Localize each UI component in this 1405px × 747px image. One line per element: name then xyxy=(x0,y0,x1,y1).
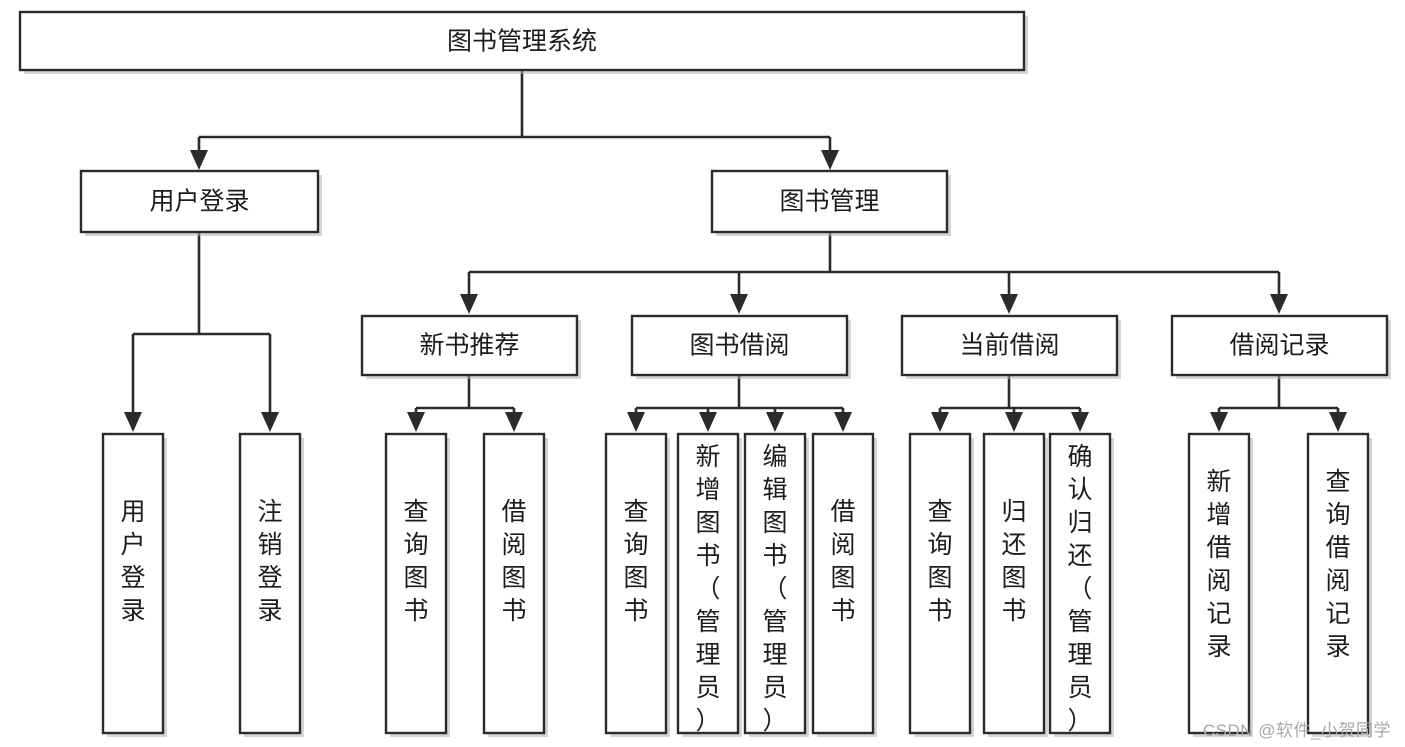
leaf-node-add-book-admin[interactable]: 新增图书（管理员） xyxy=(676,432,742,737)
node-new-book-recommend-label: 新书推荐 xyxy=(419,332,519,360)
arrow-head-icon xyxy=(699,412,717,432)
arrow-head-icon xyxy=(1000,294,1018,314)
edge-group-newbook-to-leaves xyxy=(407,375,523,432)
arrow-head-icon xyxy=(407,412,425,432)
leaf-node-return-book[interactable]: 归还图书 xyxy=(982,432,1048,737)
arrow-head-icon xyxy=(627,412,645,432)
node-root-label: 图书管理系统 xyxy=(447,28,597,56)
leaf-node-borrow-book-1[interactable]: 借阅图书 xyxy=(482,432,548,737)
node-current-borrow[interactable]: 当前借阅 xyxy=(900,314,1121,379)
edges-layer xyxy=(124,70,1347,432)
leaf-node-query-book-2[interactable]: 查询图书 xyxy=(604,432,670,737)
arrow-head-icon xyxy=(190,150,208,170)
leaf-label-confirm-return-admin: 确认归还（管理员） xyxy=(1067,443,1092,735)
leaf-node-borrow-book-2[interactable]: 借阅图书 xyxy=(811,432,877,737)
node-root[interactable]: 图书管理系统 xyxy=(18,10,1028,74)
node-book-borrow-label: 图书借阅 xyxy=(689,332,789,360)
edge-group-bookmgmt-to-level3 xyxy=(460,232,1288,314)
arrow-head-icon xyxy=(821,150,839,170)
node-new-book-recommend[interactable]: 新书推荐 xyxy=(360,314,581,379)
leaf-label-query-book-1: 查询图书 xyxy=(403,498,428,625)
leaf-label-query-book-2: 查询图书 xyxy=(623,498,648,625)
leaf-label-query-borrow-record: 查询借阅记录 xyxy=(1325,468,1350,661)
arrow-head-icon xyxy=(1005,412,1023,432)
leaf-label-edit-book-admin: 编辑图书（管理员） xyxy=(762,443,787,735)
arrow-head-icon xyxy=(1071,412,1089,432)
edge-group-current-to-leaves xyxy=(931,375,1089,432)
arrow-head-icon xyxy=(505,412,523,432)
leaf-label-borrow-book-2: 借阅图书 xyxy=(830,498,855,625)
leaf-nodes-layer: 用户登录 注销登录 查询图书 借阅图书 查询图书 xyxy=(101,432,1372,737)
arrow-head-icon xyxy=(1270,294,1288,314)
leaf-node-logout[interactable]: 注销登录 xyxy=(238,432,304,737)
leaf-node-query-book-1[interactable]: 查询图书 xyxy=(384,432,450,737)
edge-group-root-to-level2 xyxy=(190,70,839,170)
arrow-head-icon xyxy=(931,412,949,432)
arrow-head-icon xyxy=(460,294,478,314)
node-current-borrow-label: 当前借阅 xyxy=(959,332,1059,360)
arrow-head-icon xyxy=(766,412,784,432)
node-borrow-records-label: 借阅记录 xyxy=(1229,332,1329,360)
node-book-management-label: 图书管理 xyxy=(779,188,879,216)
edge-group-login-to-leaves xyxy=(124,232,279,432)
leaf-label-add-borrow-record: 新增借阅记录 xyxy=(1206,468,1231,661)
arrow-head-icon xyxy=(730,294,748,314)
arrow-head-icon xyxy=(1329,412,1347,432)
leaf-label-logout: 注销登录 xyxy=(257,498,282,625)
arrow-head-icon xyxy=(834,412,852,432)
arrow-head-icon xyxy=(124,412,142,432)
leaf-node-confirm-return-admin[interactable]: 确认归还（管理员） xyxy=(1048,432,1114,737)
leaf-node-query-book-3[interactable]: 查询图书 xyxy=(908,432,974,737)
leaf-label-return-book: 归还图书 xyxy=(1001,498,1026,625)
node-book-management[interactable]: 图书管理 xyxy=(710,169,951,236)
csdn-watermark: CSDN @软件_小贺同学 xyxy=(1202,721,1391,740)
edge-group-records-to-leaves xyxy=(1210,375,1347,432)
arrow-head-icon xyxy=(261,412,279,432)
node-user-login[interactable]: 用户登录 xyxy=(79,169,322,236)
leaf-label-query-book-3: 查询图书 xyxy=(927,498,952,625)
leaf-node-user-login[interactable]: 用户登录 xyxy=(101,432,167,737)
arrow-head-icon xyxy=(1210,412,1228,432)
leaf-node-add-borrow-record[interactable]: 新增借阅记录 xyxy=(1187,432,1253,737)
leaf-label-add-book-admin: 新增图书（管理员） xyxy=(695,443,720,735)
node-book-borrow[interactable]: 图书借阅 xyxy=(630,314,851,379)
leaf-label-user-login: 用户登录 xyxy=(120,498,145,625)
node-user-login-label: 用户登录 xyxy=(149,188,249,216)
leaf-node-query-borrow-record[interactable]: 查询借阅记录 xyxy=(1306,432,1372,737)
node-borrow-records[interactable]: 借阅记录 xyxy=(1170,314,1391,379)
edge-group-borrow-to-leaves xyxy=(627,375,852,432)
leaf-node-edit-book-admin[interactable]: 编辑图书（管理员） xyxy=(743,432,809,737)
leaf-label-borrow-book-1: 借阅图书 xyxy=(501,498,526,625)
